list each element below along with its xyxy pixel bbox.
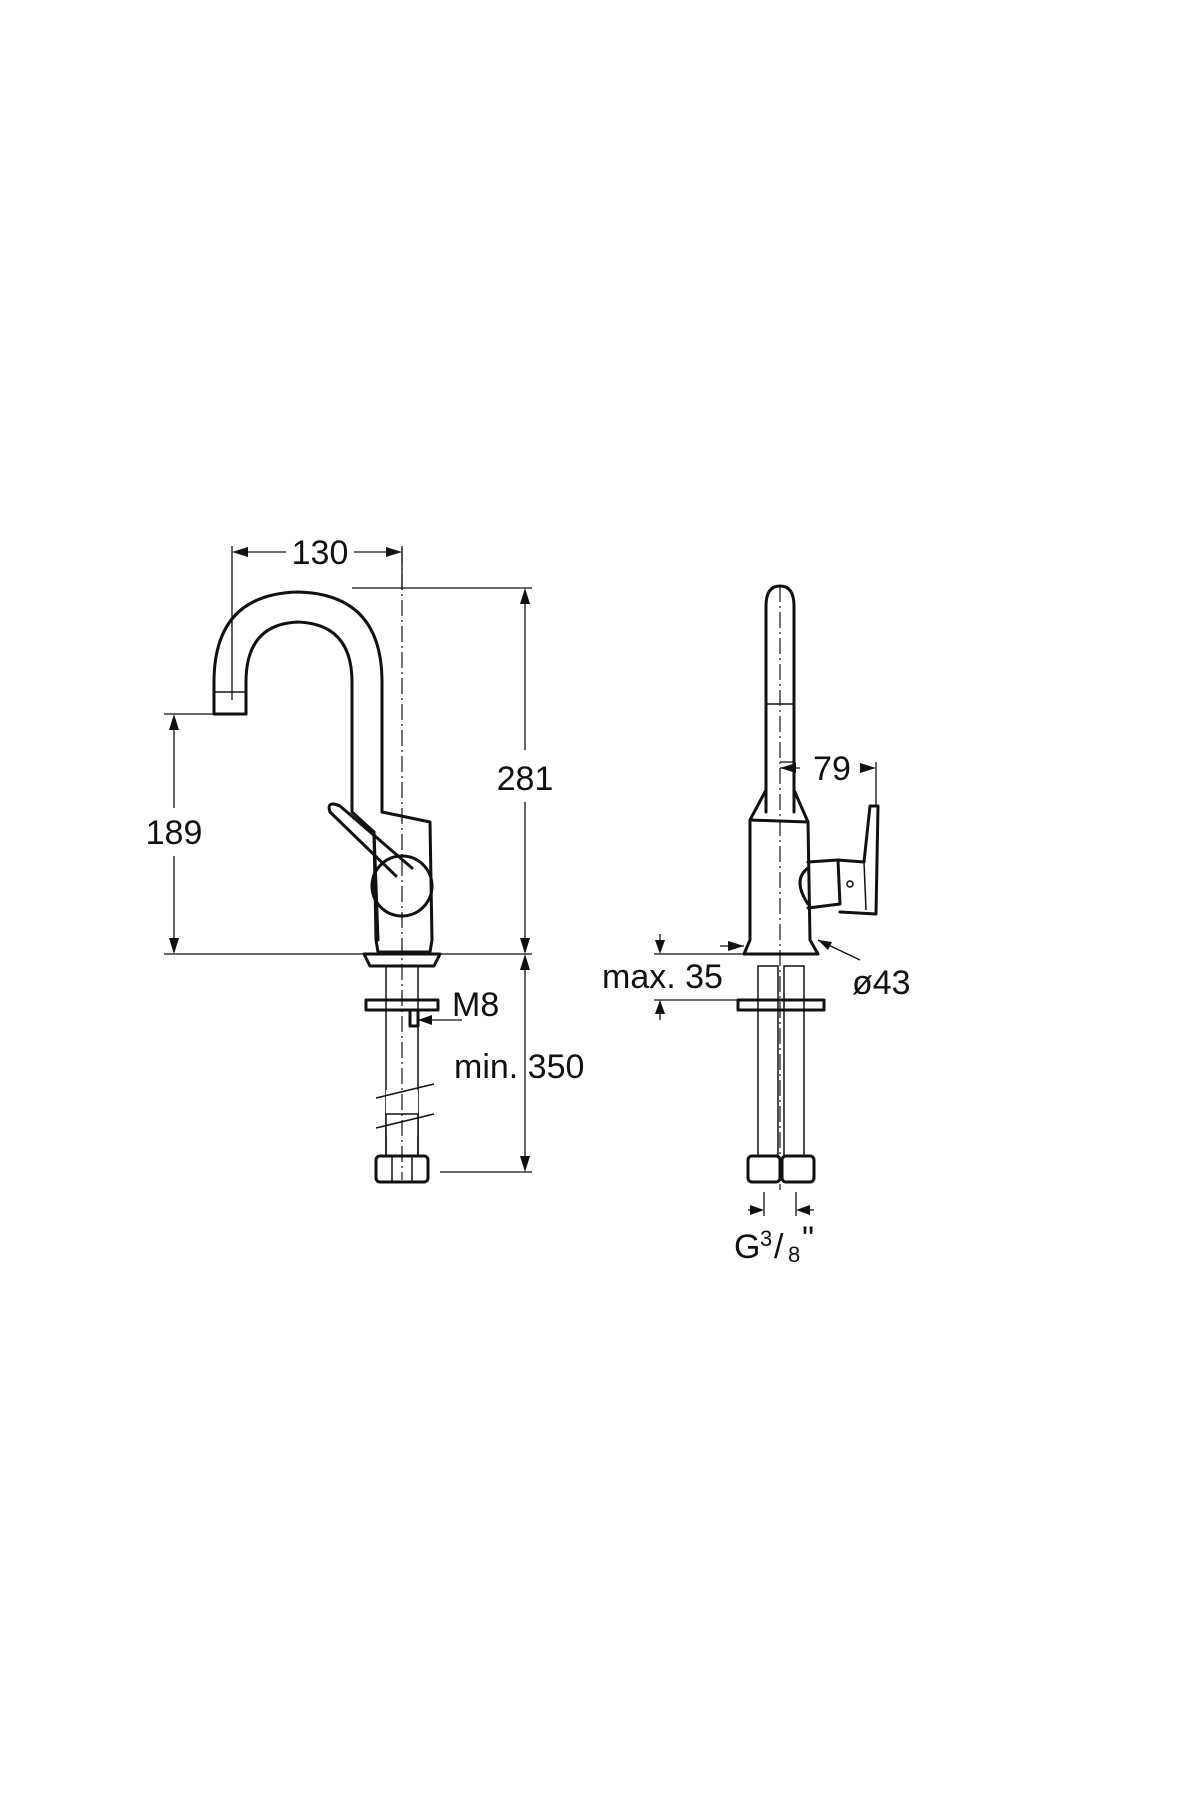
side-supply-hoses	[757, 965, 805, 1157]
side-mixer-body	[742, 788, 820, 956]
side-view: 79 max. 35 ø43 G 3	[602, 584, 911, 1267]
dim-spout-height: 189	[146, 713, 364, 955]
dim-lever-depth: 79	[780, 750, 877, 806]
svg-text:": "	[802, 1220, 814, 1258]
side-lever-handle	[798, 804, 880, 916]
side-hose-connectors	[746, 1154, 816, 1184]
svg-text:max. 35: max. 35	[602, 958, 723, 996]
fixing-stud	[408, 1008, 420, 1028]
lever-handle	[327, 802, 414, 878]
svg-text:189: 189	[146, 814, 203, 852]
dim-spout-reach: 130	[231, 534, 403, 700]
svg-text:ø43: ø43	[852, 964, 911, 1002]
dim-max-thickness: max. 35	[602, 934, 744, 1020]
dim-stud-thread: M8	[418, 986, 499, 1025]
dim-hose-length: min. 350	[440, 954, 584, 1173]
side-fixing-washer	[736, 998, 826, 1012]
dim-total-height: 281	[352, 587, 554, 955]
mixer-body	[350, 810, 434, 954]
svg-text:3: 3	[760, 1226, 772, 1251]
base-rose	[362, 952, 442, 968]
dim-connection-thread: G 3 / 8 "	[734, 1192, 814, 1267]
spout	[212, 590, 384, 814]
svg-text:130: 130	[292, 534, 349, 572]
svg-text:min. 350: min. 350	[454, 1048, 584, 1086]
dim-base-diameter: ø43	[720, 939, 911, 1002]
svg-text:G: G	[734, 1228, 760, 1266]
front-view: 130 281 189 M8	[146, 534, 584, 1184]
svg-text:M8: M8	[452, 986, 499, 1024]
svg-text:281: 281	[497, 760, 554, 798]
supply-hoses	[375, 965, 435, 1157]
svg-text:79: 79	[813, 750, 851, 788]
svg-text:/: /	[774, 1228, 784, 1266]
svg-text:8: 8	[788, 1242, 800, 1267]
